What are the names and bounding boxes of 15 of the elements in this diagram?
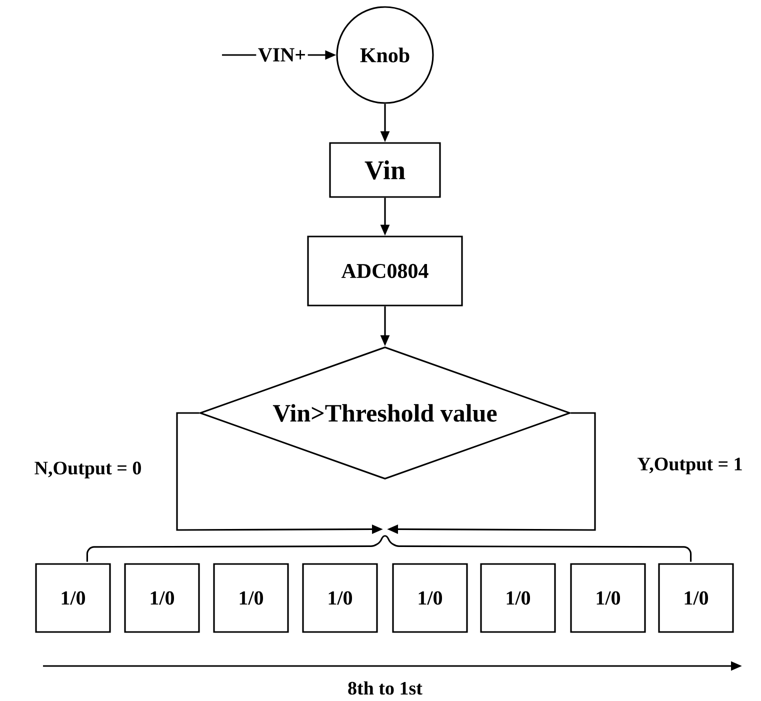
register-bit-box: 1/0 [658, 563, 734, 633]
direction-label: 8th to 1st [348, 681, 422, 695]
register-bit-box: 1/0 [302, 563, 378, 633]
register-bit-box: 1/0 [570, 563, 646, 633]
register-bit-box: 1/0 [213, 563, 289, 633]
process-box: Vin [329, 142, 441, 198]
edge-label: Y,Output = 1 [637, 458, 742, 474]
register-bit-box: 1/0 [480, 563, 556, 633]
register-bit-box: 1/0 [124, 563, 200, 633]
edge-label: N,Output = 0 [34, 462, 141, 478]
input-label: VIN+ [222, 48, 305, 62]
brace [86, 535, 692, 562]
process-box: ADC0804 [307, 236, 463, 306]
register-bit-box: 1/0 [392, 563, 468, 633]
register-bit-box: 1/0 [35, 563, 111, 633]
